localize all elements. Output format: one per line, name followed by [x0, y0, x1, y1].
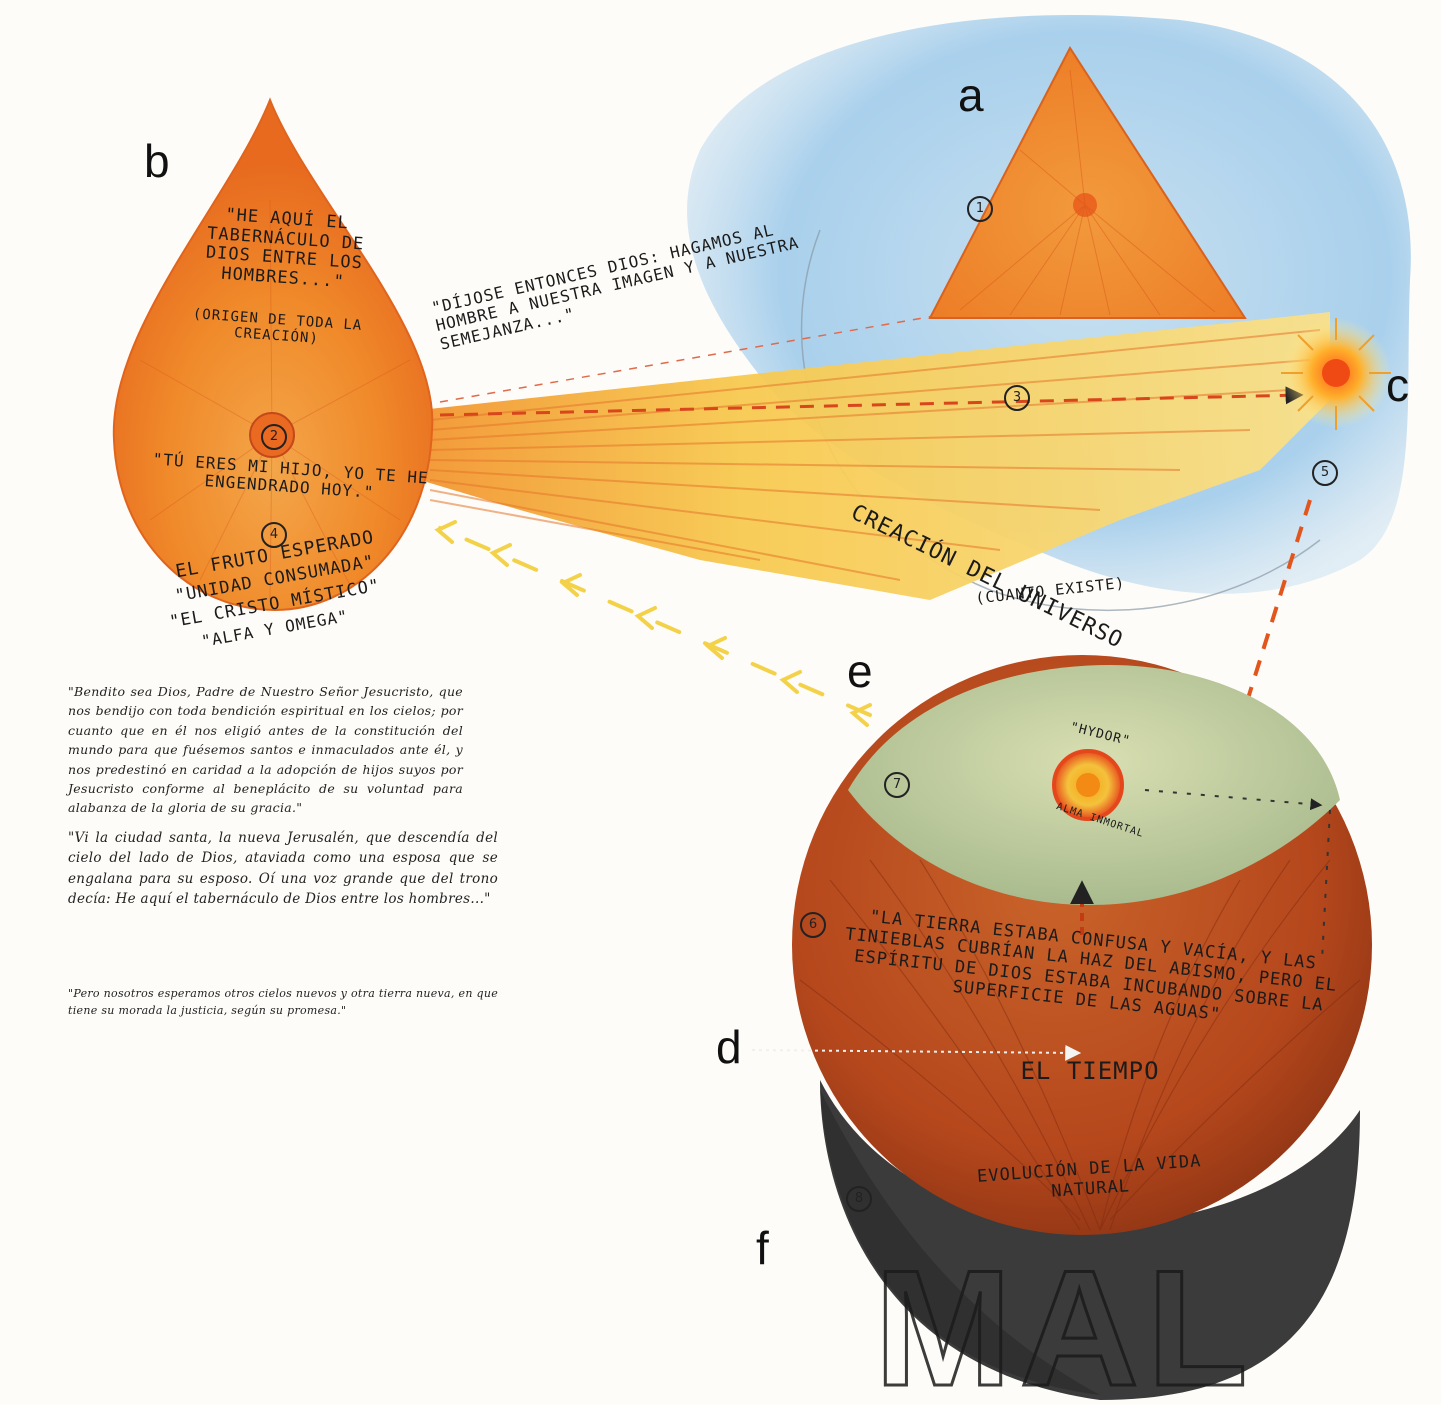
evil-label: MAL [874, 1236, 1255, 1405]
label-a: a [958, 72, 984, 118]
note-ephesians: "Bendito sea Dios, Padre de Nuestro Seño… [68, 682, 463, 818]
label-f: f [756, 1225, 769, 1271]
marker-5: 5 [1312, 460, 1338, 486]
sun-core [1322, 359, 1350, 387]
label-e: e [847, 648, 873, 694]
marker-3: 3 [1004, 385, 1030, 411]
label-b: b [144, 138, 170, 184]
note-revelation: "Vi la ciudad santa, la nueva Jerusalén,… [68, 828, 498, 909]
marker-1: 1 [967, 196, 993, 222]
marker-7: 7 [884, 772, 910, 798]
marker-8: 8 [846, 1186, 872, 1212]
marker-2: 2 [261, 424, 287, 450]
drop-tabernacle-quote: "He aquí el tabernáculo de Dios entre lo… [178, 203, 393, 296]
sphere-time: El tiempo [980, 1058, 1200, 1086]
label-c: c [1386, 362, 1409, 408]
label-d: d [716, 1024, 742, 1070]
soul-core-center [1076, 773, 1100, 797]
note-peter: "Pero nosotros esperamos otros cielos nu… [68, 986, 508, 1019]
